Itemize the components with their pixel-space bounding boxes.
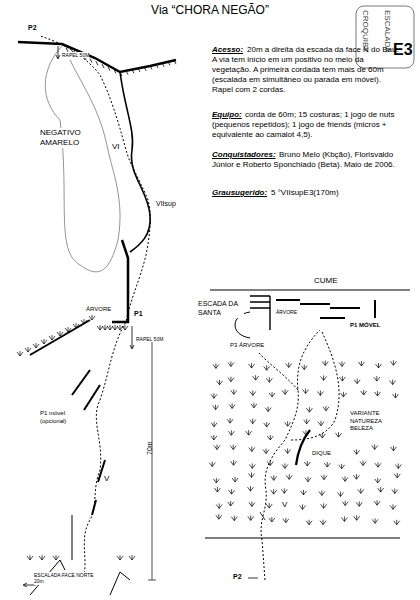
tree-label: ÁRVORE <box>86 306 111 314</box>
note-heading: Equipo: <box>212 110 242 120</box>
stairs <box>250 296 270 308</box>
grade-text: 5 °VIIsupE3(170m) <box>271 188 339 198</box>
note-text: 20m a direita da escada da face N do Baú… <box>212 45 402 95</box>
cliff-edge <box>112 240 128 322</box>
anchor-label: P1 móvel (opcional) <box>40 410 74 425</box>
rappel-label: RAPEL 50M <box>62 52 89 58</box>
dimension-line <box>152 340 153 580</box>
note-text: Bruno Melo (Kbção), Florisvaldo Júnior e… <box>212 150 402 170</box>
note-heading: Grausugerido: <box>212 188 267 198</box>
logo-frame <box>356 6 414 68</box>
summit-label: CUME <box>314 276 338 286</box>
note-heading: Acesso: <box>212 45 243 55</box>
dique-line <box>296 430 310 465</box>
title: Via “CHORA NEGÃO” <box>0 3 420 18</box>
rappel-label: RAPEL 50M <box>136 336 163 342</box>
vegetation-ticks <box>17 315 401 560</box>
ledge <box>276 300 360 318</box>
grade-label: VIIsup <box>156 200 176 209</box>
feature-label: ESCADA DA SANTA <box>198 300 244 318</box>
ledge <box>30 320 90 355</box>
approach-label: ESCALADA FACE NORTE 20m <box>34 572 104 585</box>
note-heading: Conquistadores: <box>212 150 276 160</box>
anchor-label: P2 <box>233 573 242 582</box>
feature-label: DIQUE <box>312 450 331 458</box>
variant-label: VARIANTE NATUREZA BELEZA <box>350 410 400 433</box>
ground-line <box>205 538 400 539</box>
anchor-label: P1 <box>134 310 143 319</box>
anchor-label: P2 <box>28 24 37 33</box>
crack-lines <box>72 370 105 515</box>
ground-line <box>110 572 130 595</box>
anchor-label: P1 MÓVEL <box>350 322 380 330</box>
ledge <box>72 515 73 560</box>
negativo-outline <box>45 46 120 272</box>
tree-label: ÁRVORE <box>276 309 297 315</box>
grade-label: VI <box>112 142 120 152</box>
rappel-arrow <box>58 46 59 58</box>
anchor-label: P3 ÁRVORE <box>230 342 264 350</box>
dimension-label: 70m <box>146 441 155 455</box>
grade-label: V <box>282 500 287 510</box>
grade-label: V <box>104 474 109 484</box>
cliff-edge <box>18 42 176 72</box>
note-text: corda de 60m; 15 costuras; 1 jogo de nut… <box>212 110 402 140</box>
feature-label: NEGATIVO AMARELO <box>40 128 100 148</box>
summit-line <box>210 290 410 291</box>
approach-arrow <box>24 585 36 586</box>
cliff-edge <box>120 72 150 252</box>
route-line <box>40 36 150 585</box>
rappel-arrow <box>132 326 133 348</box>
variante-line <box>290 332 339 440</box>
route-line <box>258 352 298 390</box>
